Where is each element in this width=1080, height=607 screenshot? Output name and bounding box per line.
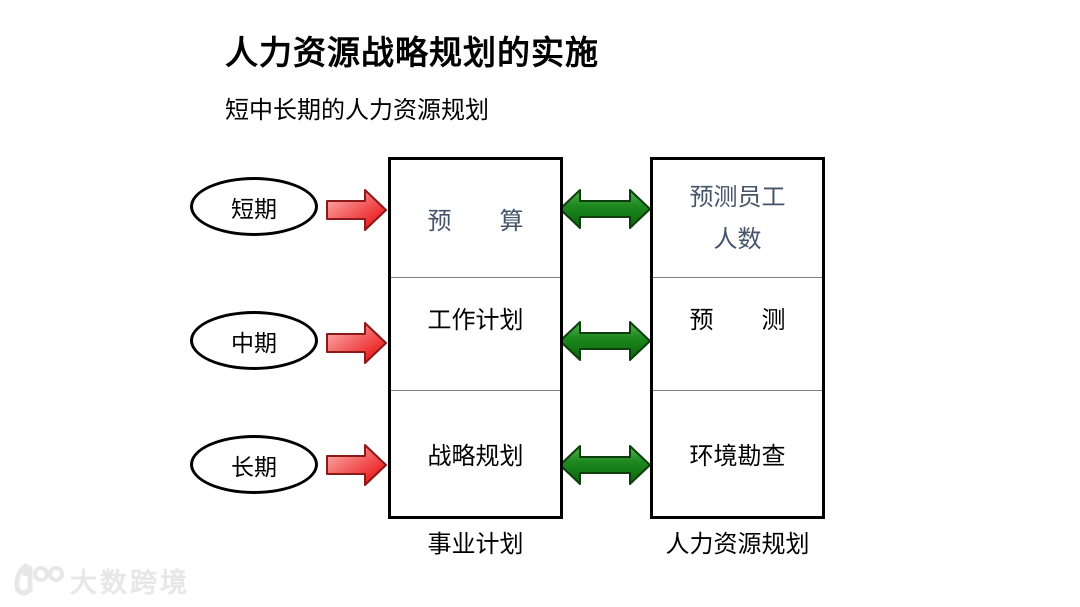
box-cell-forecast: 预 测 [653, 278, 822, 391]
red-arrow-icon [326, 189, 387, 231]
term-label-short: 短期 [231, 195, 277, 222]
hr-plan-caption: 人力资源规划 [665, 531, 810, 558]
box-cell-strategic-plan: 战略规划 [427, 443, 524, 470]
green-double-arrow-icon [559, 321, 651, 361]
watermark: 大数跨境 [12, 560, 190, 600]
term-label-long: 长期 [231, 453, 277, 480]
green-double-arrow-icon [559, 445, 651, 485]
term-ellipse-medium: 中期 [190, 311, 318, 370]
term-label-medium: 中期 [231, 329, 277, 356]
business-plan-box: 预 算 工作计划 战略规划 [388, 157, 563, 519]
box-cell-environment-survey: 环境勘查 [689, 443, 786, 470]
red-arrow-icon [326, 444, 387, 486]
term-ellipse-long: 长期 [190, 435, 318, 494]
green-double-arrow-icon [559, 189, 651, 229]
page-title: 人力资源战略规划的实施 [225, 34, 599, 71]
box-cell-budget: 预 算 [391, 160, 560, 278]
red-arrow-icon [326, 322, 387, 364]
hr-plan-box: 预测员工 人数 预 测 环境勘查 [650, 157, 825, 519]
watermark-text: 大数跨境 [70, 567, 190, 598]
page-subtitle: 短中长期的人力资源规划 [225, 97, 489, 124]
term-ellipse-short: 短期 [190, 177, 318, 236]
business-plan-caption: 事业计划 [427, 531, 524, 558]
watermark-logo-icon [14, 563, 64, 596]
box-cell-work-plan: 工作计划 [391, 278, 560, 391]
box-cell-headcount-forecast: 预测员工 人数 [653, 160, 822, 278]
